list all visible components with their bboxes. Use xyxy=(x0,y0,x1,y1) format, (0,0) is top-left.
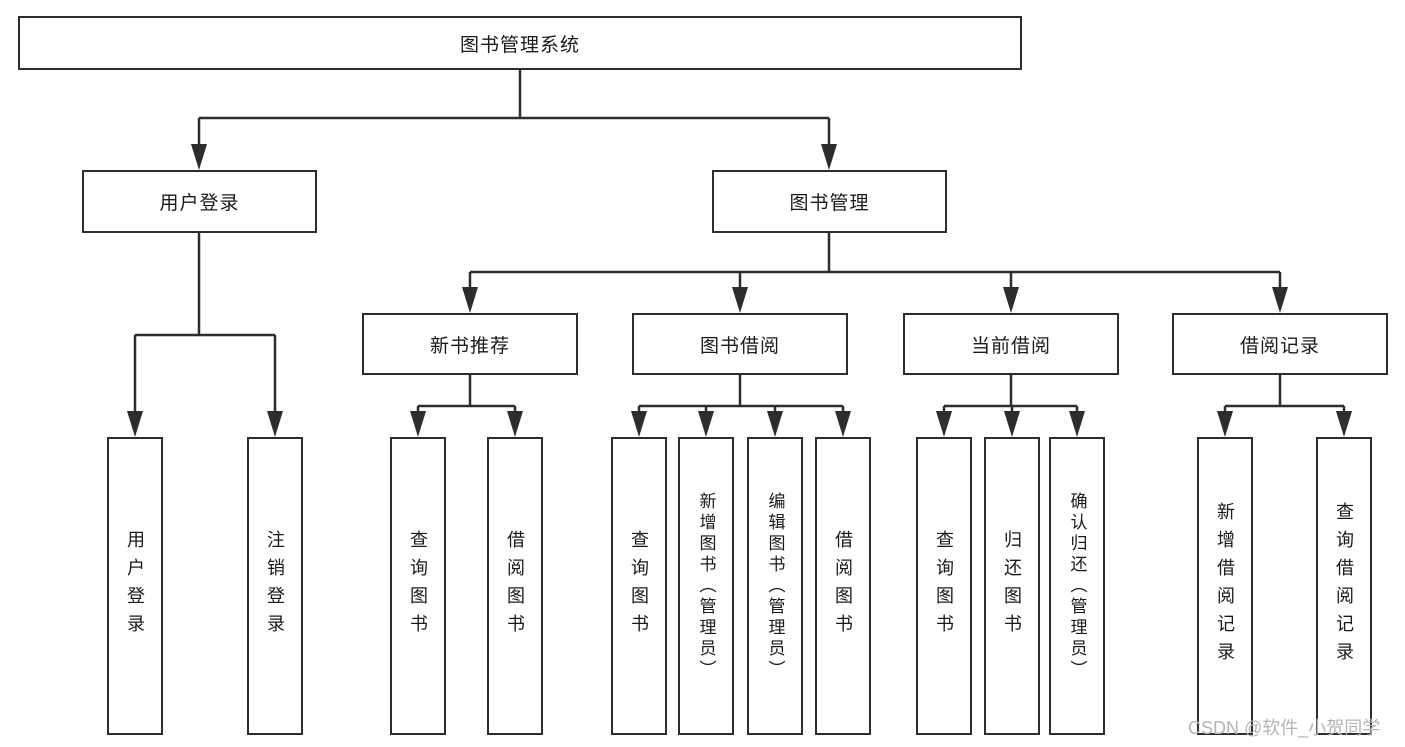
node-label: 图书管理 xyxy=(789,193,870,214)
leaf-edit-books-admin: 编辑图书（管理员） xyxy=(747,437,803,735)
node-label: 编辑图书（管理员） xyxy=(765,491,785,681)
node-root-library-system: 图书管理系统 xyxy=(18,16,1022,70)
node-new-book-recommend: 新书推荐 xyxy=(362,313,578,375)
node-borrowing-records: 借阅记录 xyxy=(1172,313,1388,375)
node-label: 查询借阅记录 xyxy=(1334,502,1354,670)
node-label: 当前借阅 xyxy=(970,335,1051,357)
csdn-watermark: CSDN @软件_小贺同学 xyxy=(1188,718,1381,738)
leaf-query-books-borrow: 查询图书 xyxy=(611,437,667,735)
node-label: 借阅图书 xyxy=(505,530,525,642)
leaf-borrow-books-recommend: 借阅图书 xyxy=(487,437,543,735)
leaf-confirm-return-admin: 确认归还（管理员） xyxy=(1049,437,1105,735)
leaf-add-borrow-record: 新增借阅记录 xyxy=(1197,437,1253,735)
leaf-add-books-admin: 新增图书（管理员） xyxy=(678,437,734,735)
node-label: 查询图书 xyxy=(934,530,954,642)
leaf-query-borrow-record: 查询借阅记录 xyxy=(1316,437,1372,735)
leaf-query-books-current: 查询图书 xyxy=(916,437,972,735)
node-label: 借阅图书 xyxy=(833,530,853,642)
node-label: 用户登录 xyxy=(125,530,145,642)
node-label: 图书管理系统 xyxy=(459,34,580,56)
node-current-borrowing: 当前借阅 xyxy=(903,313,1119,375)
node-book-management-branch: 图书管理 xyxy=(712,170,947,233)
node-label: 确认归还（管理员） xyxy=(1067,491,1087,681)
node-label: 新书推荐 xyxy=(429,335,510,357)
arrowhead-icons xyxy=(127,144,1352,437)
node-book-borrowing: 图书借阅 xyxy=(632,313,848,375)
node-user-login-branch: 用户登录 xyxy=(82,170,317,233)
leaf-return-books: 归还图书 xyxy=(984,437,1040,735)
node-label: 新增借阅记录 xyxy=(1215,502,1235,670)
node-label: 查询图书 xyxy=(408,530,428,642)
node-label: 借阅记录 xyxy=(1239,335,1320,357)
leaf-query-books-recommend: 查询图书 xyxy=(390,437,446,735)
node-label: 新增图书（管理员） xyxy=(696,491,716,681)
leaf-borrow-books: 借阅图书 xyxy=(815,437,871,735)
leaf-user-login: 用户登录 xyxy=(107,437,163,735)
leaf-logout: 注销登录 xyxy=(247,437,303,735)
node-label: 用户登录 xyxy=(159,193,240,214)
node-label: 注销登录 xyxy=(265,530,285,642)
node-label: 归还图书 xyxy=(1002,530,1022,642)
node-label: 图书借阅 xyxy=(699,335,780,357)
node-label: 查询图书 xyxy=(629,530,649,642)
